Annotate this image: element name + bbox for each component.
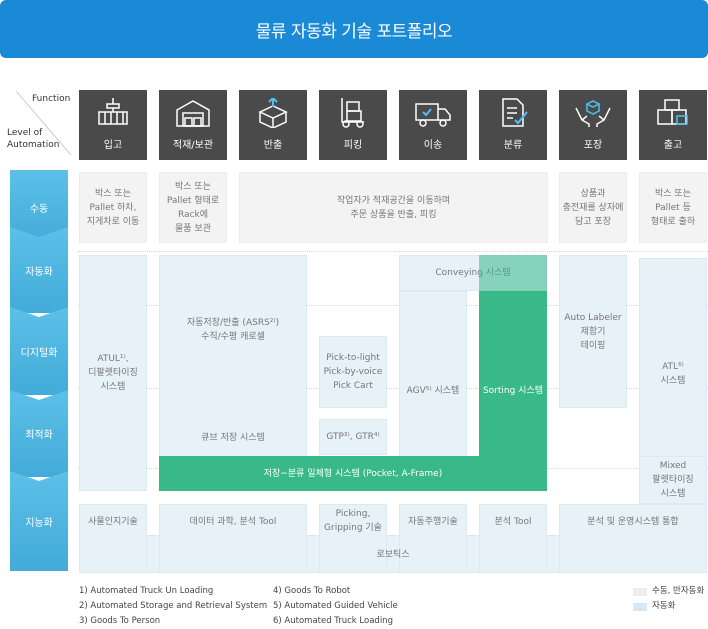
- auto-labeler-cell: Auto Labeler 제함기 테이핑: [559, 255, 627, 408]
- legend-label-automation: 자동화: [652, 601, 676, 611]
- manual-storage-cell: 박스 또는 Pallet 형태로 Rack에 물품 보관: [159, 172, 227, 243]
- manual-inbound-cell: 박스 또는 Pallet 하차, 지게차로 이동: [79, 172, 147, 243]
- truck-icon: [415, 103, 451, 127]
- boxes-icon: [657, 99, 688, 125]
- function-label: 포장: [583, 140, 603, 151]
- function-label: 입고: [103, 140, 123, 151]
- function-tile-inbound: 입고: [79, 90, 147, 160]
- row-separator: [78, 251, 708, 252]
- function-label: 피킹: [343, 140, 363, 151]
- legend-label-manual: 수동, 반자동화: [652, 586, 705, 596]
- row-separator: [78, 305, 708, 306]
- robotics-label: 로보틱스: [376, 550, 410, 560]
- function-tile-outbound: 출고: [639, 90, 707, 160]
- footnote: 2) Automated Storage and Retrieval Syste…: [79, 601, 268, 611]
- function-tile-release: 반출: [239, 90, 307, 160]
- footnote: 6) Automated Truck Loading: [273, 616, 393, 626]
- header-diagonal-divider: [16, 91, 71, 155]
- picking-gripping-cell: Picking, Gripping 기술: [319, 504, 387, 573]
- cube-storage-label: 큐브 저장 시스템: [201, 433, 265, 443]
- analysis-tool-cell: 분석 Tool: [479, 504, 547, 573]
- footnote: 1) Automated Truck Un Loading: [79, 586, 214, 596]
- function-label: 분류: [503, 140, 523, 151]
- package-hands-icon: [575, 100, 611, 127]
- function-tile-sorting: 분류: [479, 90, 547, 160]
- function-tile-storage: 적재/보관: [159, 90, 227, 160]
- footnote: 3) Goods To Person: [79, 616, 161, 626]
- atul-system-cell: ATUL¹⁾, 디팔렛타이징 시스템: [79, 255, 147, 491]
- clipboard-check-icon: [502, 98, 528, 127]
- box-out-icon: [258, 98, 288, 128]
- footnote: 5) Automated Guided Vehicle: [273, 601, 398, 611]
- function-tile-packing: 포장: [559, 90, 627, 160]
- manual-outbound-cell: 박스 또는 Pallet 등 형태로 출하: [639, 172, 707, 243]
- function-tile-picking: 피킹: [319, 90, 387, 160]
- conveyor-icon: [98, 98, 128, 125]
- hand-truck-icon: [341, 98, 364, 128]
- atl-system-cell: ATL⁶⁾ 시스템: [639, 258, 707, 490]
- warehouse-icon: [176, 100, 210, 127]
- function-label: 반출: [263, 140, 283, 151]
- integrated-system-bar: 저장~분류 일체형 시스템 (Pocket, A-Frame): [159, 456, 547, 491]
- legend-swatch-automation: [633, 603, 647, 611]
- asrs-label: 자동저장/반출 (ASRS²⁾) 수직/수평 캐로셀: [186, 318, 280, 342]
- mixed-palletizing-cell: Mixed 팔렛타이징 시스템: [639, 456, 707, 504]
- page-title: 물류 자동화 기술 포트폴리오: [0, 0, 708, 58]
- manual-picking-cell: 작업자가 적재공간을 이동하며 주문 상품을 반출, 피킹: [239, 172, 548, 243]
- sorting-conveying-overlap: [479, 255, 547, 291]
- function-label: 출고: [663, 140, 683, 151]
- function-axis-label: Function: [32, 94, 71, 104]
- footnote: 4) Goods To Robot: [273, 586, 351, 596]
- ops-integration-cell: 분석 및 운영시스템 통합: [559, 504, 707, 573]
- gtp-gtr-cell: GTP³⁾, GTR⁴⁾: [319, 419, 387, 455]
- function-tile-transfer: 이송: [399, 90, 467, 160]
- data-science-cell: 데이터 과학, 분석 Tool: [159, 504, 307, 573]
- legend-swatch-manual: [633, 588, 647, 596]
- level-optimization: 최적화: [10, 390, 68, 477]
- autonomous-driving-cell: 자동주행기술: [399, 504, 467, 573]
- level-digitalization: 디지털화: [10, 307, 68, 395]
- level-axis-label: Level of Automation: [7, 128, 60, 150]
- function-label: 적재/보관: [172, 140, 214, 151]
- function-label: 이송: [423, 140, 443, 151]
- level-intelligence: 지능화: [10, 471, 68, 571]
- level-automation: 자동화: [10, 227, 68, 313]
- manual-packing-cell: 상품과 충전재를 상자에 담고 포장: [559, 172, 627, 243]
- row-separator: [78, 388, 708, 389]
- pick-to-light-cell: Pick-to-light Pick-by-voice Pick Cart: [319, 336, 387, 408]
- iot-cell: 사물인지기술: [79, 504, 147, 573]
